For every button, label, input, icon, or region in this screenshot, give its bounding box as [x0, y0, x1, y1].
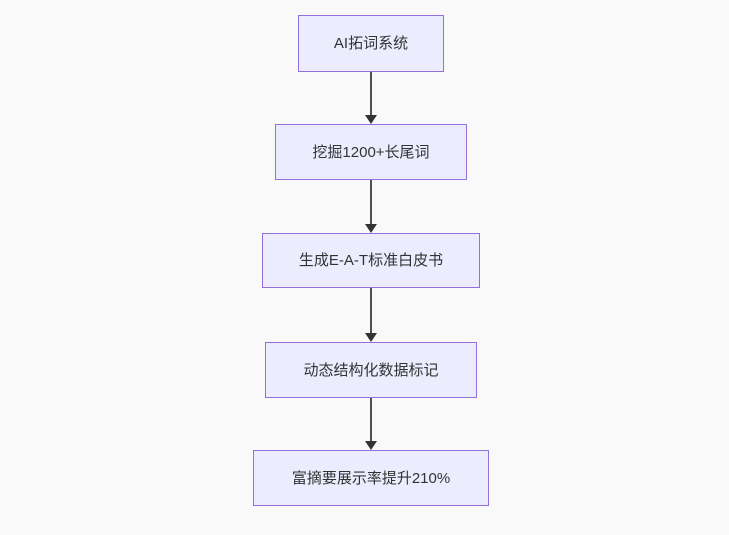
- flow-node-longtail-keywords: 挖掘1200+长尾词: [275, 124, 467, 180]
- arrow-head-icon: [365, 115, 377, 124]
- arrow-head-icon: [365, 441, 377, 450]
- arrow-line: [370, 72, 372, 116]
- flow-node-ai-word-expansion: AI拓词系统: [298, 15, 444, 72]
- flow-node-structured-data-markup: 动态结构化数据标记: [265, 342, 477, 398]
- flow-node-eat-whitepaper: 生成E-A-T标准白皮书: [262, 233, 480, 288]
- arrow-line: [370, 180, 372, 225]
- node-label: 富摘要展示率提升210%: [291, 469, 451, 487]
- node-label: 挖掘1200+长尾词: [312, 143, 430, 161]
- node-label: 动态结构化数据标记: [303, 361, 439, 379]
- arrow-line: [370, 288, 372, 334]
- flow-node-rich-snippet-result: 富摘要展示率提升210%: [253, 450, 489, 506]
- arrow-line: [370, 398, 372, 442]
- node-label: 生成E-A-T标准白皮书: [298, 252, 444, 269]
- node-label: AI拓词系统: [333, 35, 409, 52]
- arrow-head-icon: [365, 333, 377, 342]
- arrow-head-icon: [365, 224, 377, 233]
